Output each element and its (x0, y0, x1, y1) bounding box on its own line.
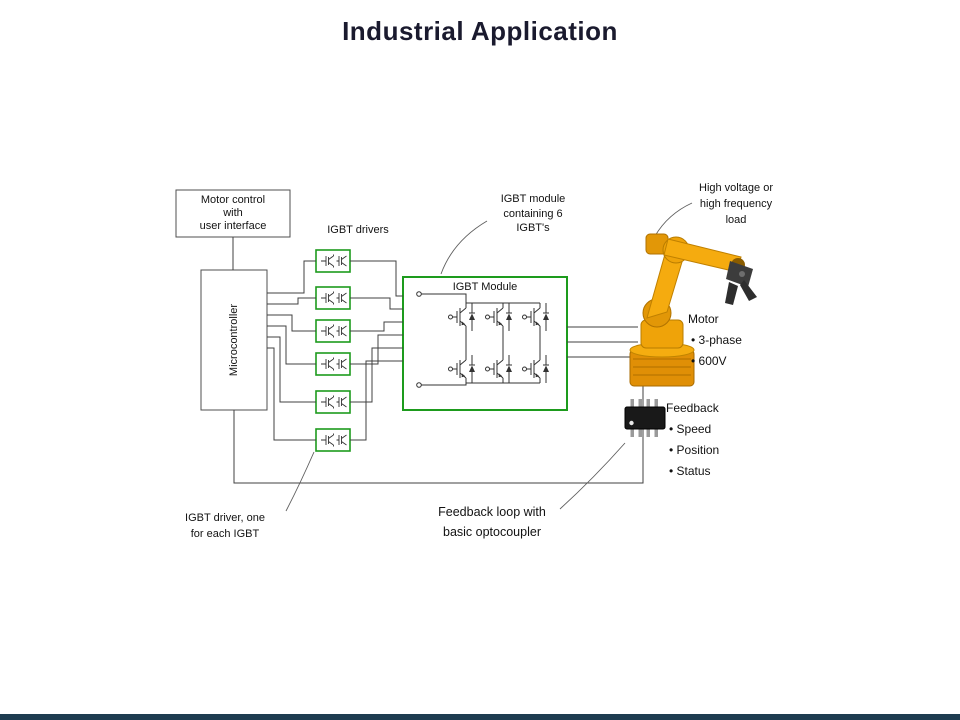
motor-control-box: Motor control with user interface (176, 194, 290, 233)
motor-spec-list: Motor • 3-phase • 600V (688, 309, 788, 372)
motor-title: Motor (688, 312, 719, 326)
callout-igbt-module-note: IGBT module containing 6 IGBT's (477, 192, 589, 236)
callout-text-line: high frequency (699, 198, 773, 210)
module-terminal-top (416, 291, 422, 297)
microcontroller-box: Microcontroller (201, 270, 267, 410)
callout-high-voltage-load-note: High voltage or high frequency load (680, 180, 792, 228)
feedback-bullet-item: • Status (669, 464, 711, 478)
callout-text-line: IGBT driver, one (185, 512, 265, 524)
motor-control-text-line: user interface (199, 220, 267, 232)
slide-footer-bar (0, 714, 960, 720)
callout-feedback-loop-note: Feedback loop with basic optocoupler (418, 502, 566, 542)
callout-text-line: High voltage or (699, 182, 773, 194)
feedback-bullet-item: • Position (669, 443, 720, 457)
feedback-bullet-item: • Speed (669, 422, 712, 436)
module-terminal-bottom (416, 382, 422, 388)
microcontroller-label: Microcontroller (228, 303, 241, 377)
callout-text-line: load (725, 214, 747, 226)
callout-text-line: IGBT's (516, 222, 550, 234)
feedback-title: Feedback (666, 401, 719, 415)
feedback-spec-list: Feedback • Speed • Position • Status (666, 398, 776, 482)
motor-bullet-item: • 600V (691, 354, 727, 368)
callout-text-line: containing 6 (503, 207, 563, 220)
feedback-loop-wire (233, 386, 644, 484)
robot-arm-illustration (629, 233, 757, 387)
igbt-module-circuit (416, 291, 550, 388)
igbt-drivers-label: IGBT drivers (327, 224, 389, 236)
connector-wires (232, 237, 644, 484)
microcontroller-box-outline (200, 269, 268, 411)
igbt-module-label: IGBT Module (452, 281, 518, 293)
callout-leader-lines (285, 202, 693, 512)
callout-igbt-driver-note: IGBT driver, one for each IGBT (163, 510, 287, 542)
motor-control-text-line: Motor control (200, 194, 266, 206)
callout-text-line: basic optocoupler (443, 525, 541, 539)
motor-control-text-line: with (223, 207, 243, 219)
igbt-driver-glyphs (320, 254, 347, 447)
motor-bullet-item: • 3-phase (691, 333, 742, 347)
callout-text-line: Feedback loop with (438, 505, 546, 519)
callout-text-line: IGBT module (500, 193, 566, 205)
slide-title: Industrial Application (342, 16, 618, 46)
optocoupler-chip-icon (624, 399, 666, 437)
callout-text-line: for each IGBT (190, 528, 260, 540)
igbt-module-box-outline (402, 276, 568, 411)
motor-control-box-outline (175, 189, 291, 238)
